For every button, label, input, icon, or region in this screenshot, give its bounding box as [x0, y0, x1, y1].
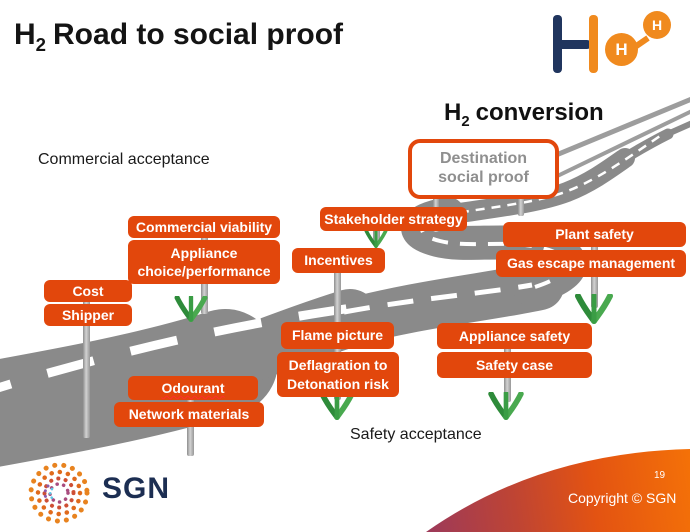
sign-label: Shipper	[61, 306, 115, 323]
sign-label: Network materials	[128, 406, 250, 423]
sign-odourant: Odourant	[128, 376, 258, 400]
commercial-acceptance-label: Commercial acceptance	[38, 151, 210, 168]
atom-small-label: H	[651, 17, 663, 33]
sign-label: Safety case	[475, 356, 554, 373]
milestone-arrow-safety-case	[488, 392, 524, 420]
h2-molecule-logo: H H	[548, 8, 686, 84]
sign-label: Appliance choice/performance	[137, 244, 271, 279]
sign-label: Cost	[72, 282, 104, 299]
safety-acceptance-label: Safety acceptance	[350, 426, 482, 443]
sign-plant-safety: Plant safety	[503, 222, 686, 247]
sign-cost: Cost	[44, 280, 132, 302]
sign-label: Deflagration to Detonation risk	[287, 357, 389, 392]
h2conv-sub: 2	[461, 113, 470, 130]
sign-stakeholder-strategy: Stakeholder strategy	[320, 207, 467, 231]
destination-line1: Destination	[439, 150, 528, 168]
logo-crossbar	[557, 40, 591, 49]
milestone-arrow-gas-escape	[575, 294, 613, 324]
h2-conversion-label: H2 conversion	[444, 99, 604, 130]
sign-network-materials: Network materials	[114, 402, 264, 427]
copyright-text: Copyright © SGN	[568, 490, 677, 506]
sign-label: Plant safety	[555, 226, 634, 243]
sgn-logo-wordmark: SGN	[102, 472, 171, 505]
sign-label: Appliance safety	[458, 327, 571, 344]
pole-cost-shipper	[83, 282, 90, 438]
h2conv-rest: conversion	[475, 99, 604, 126]
sign-label: Stakeholder strategy	[324, 210, 463, 227]
logo-bar-right	[589, 15, 598, 73]
sign-shipper: Shipper	[44, 304, 132, 326]
destination-line2: social proof	[438, 169, 529, 186]
milestone-arrow-appliance-choice	[174, 296, 208, 322]
sign-deflagration: Deflagration to Detonation risk	[277, 352, 399, 397]
title-rest: Road to social proof	[53, 18, 344, 51]
destination-leg-right	[518, 186, 524, 216]
sign-incentives: Incentives	[292, 248, 385, 273]
sign-label: Gas escape management	[506, 255, 676, 272]
h2conv-h: H	[444, 99, 462, 126]
sign-gas-escape: Gas escape management	[496, 250, 686, 277]
destination-sign: Destination social proof	[408, 139, 559, 199]
sign-label: Odourant	[161, 379, 225, 396]
sign-label: Incentives	[304, 252, 373, 269]
sign-appliance-safety: Appliance safety	[437, 323, 592, 349]
slide-title: H2 Road to social proof	[14, 18, 343, 56]
sign-label: Flame picture	[291, 327, 384, 344]
sign-label: Commercial viability	[135, 218, 273, 235]
milestone-arrow-stakeholder	[364, 230, 388, 248]
atom-large-label: H	[615, 39, 628, 59]
sign-commercial-viability: Commercial viability	[128, 216, 280, 238]
title-subscript: 2	[35, 34, 47, 55]
sign-safety-case: Safety case	[437, 352, 592, 378]
sgn-logo-mark	[28, 462, 90, 524]
sign-flame-picture: Flame picture	[281, 322, 394, 349]
page-number: 19	[654, 470, 666, 481]
title-h: H	[14, 18, 36, 51]
logo-atom-small: H	[643, 11, 671, 39]
sign-appliance-choice: Appliance choice/performance	[128, 240, 280, 284]
logo-atom-large: H	[605, 33, 638, 66]
